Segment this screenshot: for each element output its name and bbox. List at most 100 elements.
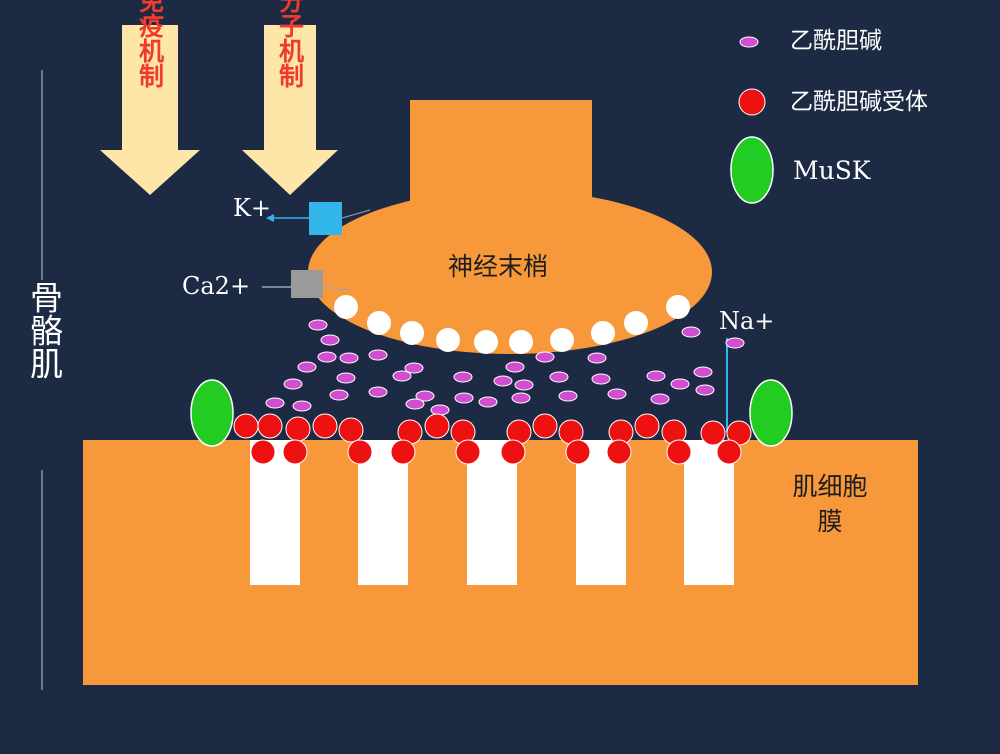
acetylcholine-molecule xyxy=(265,397,285,409)
ach-receptor xyxy=(338,417,364,443)
legend-musk-label: MuSK xyxy=(793,156,872,185)
ach-receptor xyxy=(565,439,591,465)
ach-receptor xyxy=(455,439,481,465)
acetylcholine-molecule xyxy=(329,389,349,401)
acetylcholine-molecule xyxy=(511,392,531,404)
acetylcholine-molecule xyxy=(591,373,611,385)
side-label: 骨骼肌 xyxy=(25,281,64,380)
legend: 乙酰胆碱 乙酰胆碱受体 MuSK xyxy=(730,28,928,204)
acetylcholine-molecule xyxy=(404,362,424,374)
acetylcholine-group xyxy=(265,319,745,416)
arrow-immune-label: 免疫机制 xyxy=(136,0,165,88)
ach-receptor xyxy=(257,413,283,439)
acetylcholine-molecule xyxy=(308,319,328,331)
acetylcholine-molecule xyxy=(587,352,607,364)
ach-receptor xyxy=(424,413,450,439)
synaptic-vesicle xyxy=(474,330,498,354)
na-group: Na+ xyxy=(719,307,774,432)
muscle-label-line1: 肌细胞 xyxy=(792,472,867,501)
nerve-label: 神经末梢 xyxy=(448,252,548,281)
ach-receptor xyxy=(347,439,373,465)
ach-receptor xyxy=(666,439,692,465)
acetylcholine-molecule xyxy=(514,379,534,391)
acetylcholine-molecule xyxy=(650,393,670,405)
legend-receptor-icon xyxy=(738,88,766,116)
junctional-fold-2 xyxy=(358,440,408,585)
acetylcholine-molecule xyxy=(670,378,690,390)
acetylcholine-molecule xyxy=(405,398,425,410)
musk-left xyxy=(190,379,234,447)
synaptic-vesicle xyxy=(666,295,690,319)
k-label: K+ xyxy=(233,194,271,222)
synaptic-vesicle xyxy=(334,295,358,319)
synaptic-vesicle xyxy=(591,321,615,345)
synaptic-vesicle xyxy=(550,328,574,352)
junctional-fold-5 xyxy=(684,440,734,585)
acetylcholine-molecule xyxy=(453,371,473,383)
musk-right xyxy=(749,379,793,447)
acetylcholine-molecule xyxy=(368,349,388,361)
ach-receptor xyxy=(312,413,338,439)
k-connector xyxy=(341,209,371,219)
ach-receptor xyxy=(532,413,558,439)
acetylcholine-molecule xyxy=(283,378,303,390)
acetylcholine-molecule xyxy=(339,352,359,364)
ach-receptor xyxy=(716,439,742,465)
junctional-fold-3 xyxy=(467,440,517,585)
ach-receptor xyxy=(250,439,276,465)
ach-receptor xyxy=(634,413,660,439)
muscle-membrane: 肌细胞 膜 xyxy=(83,440,918,685)
synaptic-vesicle xyxy=(436,328,460,352)
muscle-label-line2: 膜 xyxy=(817,507,842,536)
acetylcholine-molecule xyxy=(478,396,498,408)
ca-channel-group: Ca2+ xyxy=(182,270,351,300)
ach-receptor xyxy=(500,439,526,465)
synaptic-vesicle xyxy=(509,330,533,354)
legend-receptor-label: 乙酰胆碱受体 xyxy=(790,89,928,115)
acetylcholine-molecule xyxy=(317,351,337,363)
arrow-molecular-shape xyxy=(242,25,338,195)
vesicle-group xyxy=(334,295,690,354)
ca-channel xyxy=(291,270,323,298)
junctional-fold-1 xyxy=(250,440,300,585)
legend-acetylcholine-label: 乙酰胆碱 xyxy=(790,28,882,54)
synaptic-vesicle xyxy=(624,311,648,335)
ach-receptor xyxy=(233,413,259,439)
acetylcholine-molecule xyxy=(454,392,474,404)
ach-receptor xyxy=(390,439,416,465)
legend-musk-icon xyxy=(730,136,774,204)
acetylcholine-molecule xyxy=(505,361,525,373)
ca-connector-right xyxy=(322,286,351,291)
synaptic-vesicle xyxy=(367,311,391,335)
ach-receptor xyxy=(282,439,308,465)
acetylcholine-molecule xyxy=(725,337,745,349)
acetylcholine-molecule xyxy=(368,386,388,398)
arrow-molecular-label: 分子机制 xyxy=(276,0,305,88)
acetylcholine-molecule xyxy=(336,372,356,384)
k-channel xyxy=(309,202,342,235)
acetylcholine-molecule xyxy=(493,375,513,387)
arrow-immune-shape xyxy=(100,25,200,195)
acetylcholine-molecule xyxy=(693,366,713,378)
nerve-bulb xyxy=(308,190,712,354)
acetylcholine-molecule xyxy=(549,371,569,383)
acetylcholine-molecule xyxy=(292,400,312,412)
legend-acetylcholine-icon xyxy=(739,36,759,48)
arrow-immune: 免疫机制 xyxy=(100,0,200,195)
acetylcholine-molecule xyxy=(695,384,715,396)
acetylcholine-molecule xyxy=(392,370,412,382)
acetylcholine-molecule xyxy=(320,334,340,346)
acetylcholine-molecule xyxy=(430,404,450,416)
acetylcholine-molecule xyxy=(646,370,666,382)
na-label: Na+ xyxy=(719,307,774,335)
nerve-terminal: 神经末梢 xyxy=(308,100,712,354)
k-channel-group: K+ xyxy=(233,194,371,235)
acetylcholine-molecule xyxy=(681,326,701,338)
acetylcholine-molecule xyxy=(415,390,435,402)
ach-receptor xyxy=(285,416,311,442)
arrow-molecular: 分子机制 xyxy=(242,0,338,195)
ca-label: Ca2+ xyxy=(182,272,250,300)
k-arrow-head xyxy=(266,214,274,222)
